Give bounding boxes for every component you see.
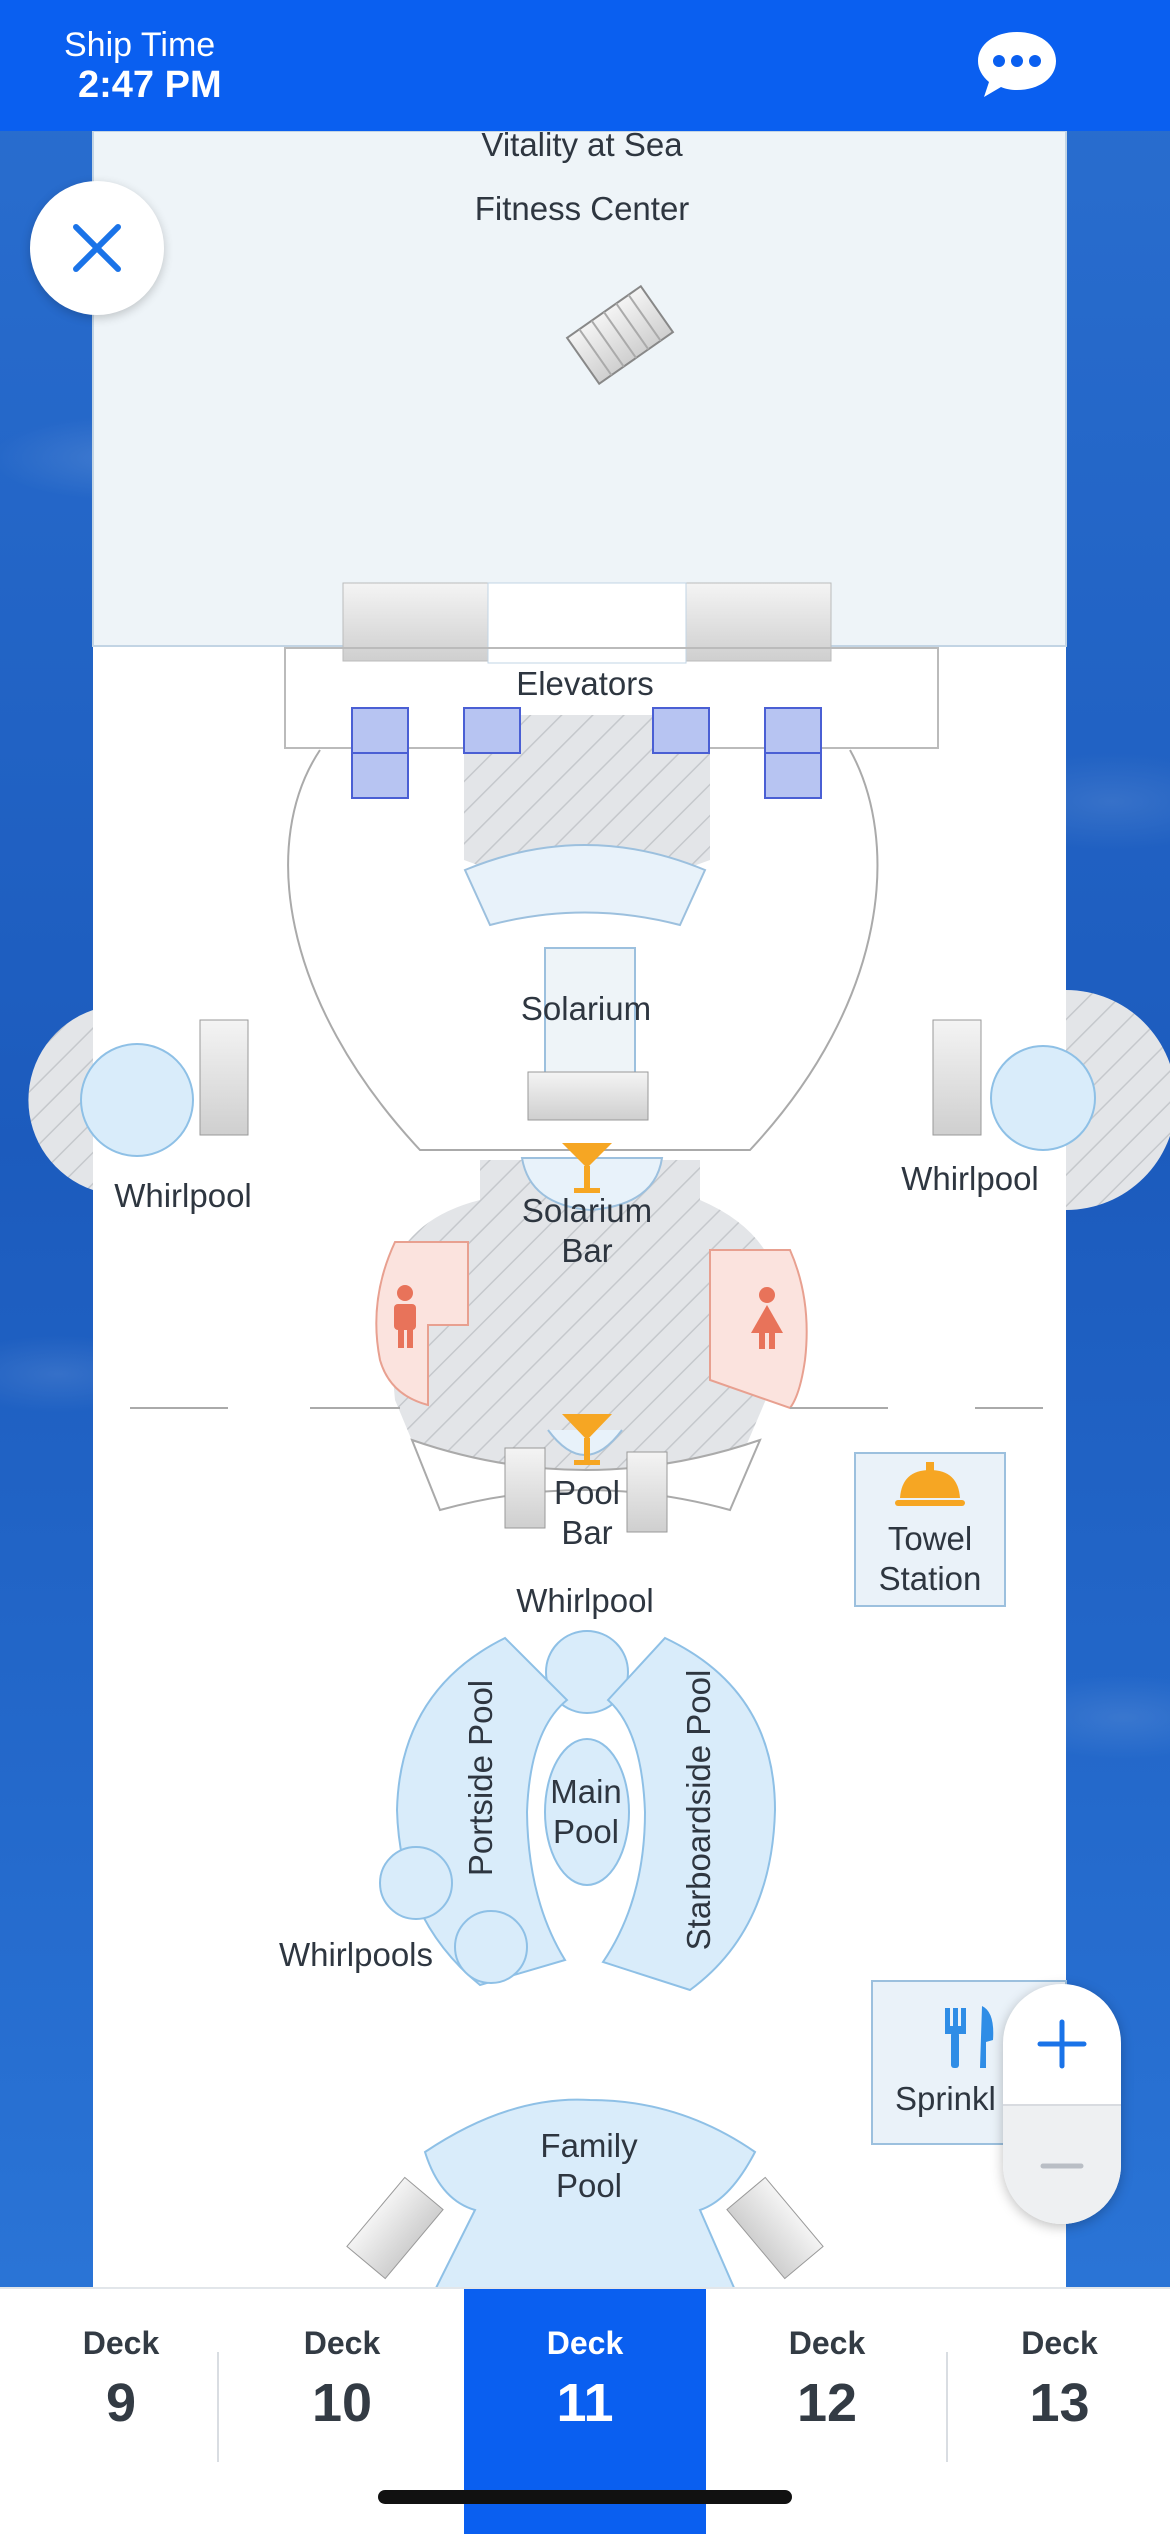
whirlpool-port-lower-2[interactable] — [454, 1910, 528, 1984]
starboard-whirlpool-bulge — [1066, 990, 1170, 1210]
stairs-family-port — [346, 2176, 444, 2280]
deck-label: Deck — [82, 2325, 160, 2361]
family-pool[interactable] — [423, 2098, 757, 2290]
pool-bar-label: Bar — [561, 1514, 612, 1551]
solarium-bar-label: Solarium — [522, 1192, 652, 1229]
restroom-men-icon — [394, 1285, 416, 1348]
fork-knife-icon — [945, 2006, 994, 2068]
stairs-family-starboard — [726, 2176, 824, 2280]
deck-tab-10[interactable]: Deck 10 — [221, 2289, 463, 2534]
solarium-stairs — [527, 1071, 649, 1121]
fitness-center-label: Vitality at Sea — [481, 131, 683, 163]
starboardside-pool[interactable] — [601, 1636, 777, 1992]
close-button[interactable] — [30, 181, 164, 315]
zoom-in-button[interactable] — [1003, 1984, 1121, 2104]
main-pool-label: Main — [550, 1773, 622, 1810]
whirlpool-center[interactable] — [545, 1630, 629, 1714]
elevators — [351, 707, 822, 799]
port-whirlpool-bulge — [28, 1010, 93, 1190]
solarium-bar-label: Bar — [561, 1232, 612, 1269]
deck-number: 9 — [105, 2373, 137, 2433]
stairs-starboard-whirlpool — [932, 1019, 982, 1136]
deck-label: Deck — [546, 2325, 624, 2361]
whirlpool-starboard[interactable] — [990, 1045, 1096, 1151]
whirlpool-port[interactable] — [80, 1043, 194, 1157]
stairs-pool-bar-port — [504, 1447, 546, 1529]
stairs-starboard-top — [685, 582, 832, 662]
deck-number: 12 — [796, 2373, 858, 2433]
deck-number: 10 — [311, 2373, 373, 2433]
whirlpool-port-label: Whirlpool — [114, 1177, 252, 1214]
solarium-entry — [463, 844, 707, 927]
deck-tab-13[interactable]: Deck 13 — [949, 2289, 1170, 2534]
close-icon — [73, 224, 121, 272]
elevators-label: Elevators — [516, 665, 654, 702]
ship-time-label: Ship Time — [64, 26, 216, 64]
deck-label: Deck — [788, 2325, 866, 2361]
solarium-bar-counter — [520, 1157, 664, 1212]
deck-label: Deck — [303, 2325, 381, 2361]
towel-station-label: Towel — [888, 1520, 972, 1557]
stairs-port-whirlpool — [199, 1019, 249, 1136]
deck-divider — [217, 2352, 219, 2462]
family-pool-label: Family — [540, 2127, 638, 2164]
whirlpool-starboard-label: Whirlpool — [901, 1160, 1039, 1197]
solarium-label: Solarium — [521, 990, 651, 1027]
fitness-center-label: Fitness Center — [475, 190, 690, 227]
home-indicator — [378, 2490, 792, 2504]
plus-icon — [1037, 2019, 1087, 2069]
fitness-center-area[interactable] — [92, 131, 1067, 647]
starboardside-pool-label: Starboardside Pool — [680, 1670, 717, 1951]
stairs-port-top — [342, 582, 489, 662]
deck-tab-9[interactable]: Deck 9 — [0, 2289, 242, 2534]
stairs-pool-bar-starboard — [626, 1451, 668, 1533]
portside-pool-label: Portside Pool — [462, 1680, 499, 1876]
sprinkles-label: Sprinkl — [895, 2080, 996, 2117]
elevator-lobby — [284, 647, 939, 749]
deck-selector: Deck 9 Deck 10 Deck 11 Deck 12 Deck 13 — [0, 2287, 1170, 2534]
zoom-control — [1003, 1984, 1121, 2224]
ship-time-value: 2:47 PM — [78, 64, 222, 106]
whirlpool-port-lower-1[interactable] — [379, 1846, 453, 1920]
zoom-out-button[interactable] — [1003, 2104, 1121, 2224]
deck-map[interactable]: Vitality at Sea Fitness Center Elevators… — [0, 131, 1170, 2290]
elevator-hall — [487, 582, 687, 664]
ship-time-header: Ship Time 2:47 PM — [0, 0, 1170, 131]
martini-icon — [562, 1143, 612, 1193]
main-pool[interactable] — [544, 1738, 630, 1886]
chat-bubble-icon[interactable] — [976, 30, 1058, 100]
deck-divider — [946, 2352, 948, 2462]
family-pool-label: Pool — [556, 2167, 622, 2204]
towel-station-label: Station — [879, 1560, 982, 1597]
bell-icon — [895, 1462, 965, 1506]
fitness-stairs — [565, 284, 675, 386]
martini-icon — [562, 1414, 612, 1465]
restroom-men[interactable] — [375, 1241, 469, 1407]
deck-number: 13 — [1029, 2373, 1090, 2433]
solarium-bar-area[interactable] — [385, 1160, 780, 1475]
deck-number: 11 — [556, 2373, 614, 2433]
restroom-women-icon — [751, 1287, 783, 1349]
whirlpools-label: Whirlpools — [279, 1936, 433, 1973]
deck-label: Deck — [1021, 2325, 1098, 2361]
deck-tab-12[interactable]: Deck 12 — [706, 2289, 948, 2534]
minus-icon — [1040, 2163, 1084, 2169]
pool-bar-label: Pool — [554, 1474, 620, 1511]
main-pool-label: Pool — [553, 1813, 619, 1850]
whirlpool-center-label: Whirlpool — [516, 1582, 654, 1619]
